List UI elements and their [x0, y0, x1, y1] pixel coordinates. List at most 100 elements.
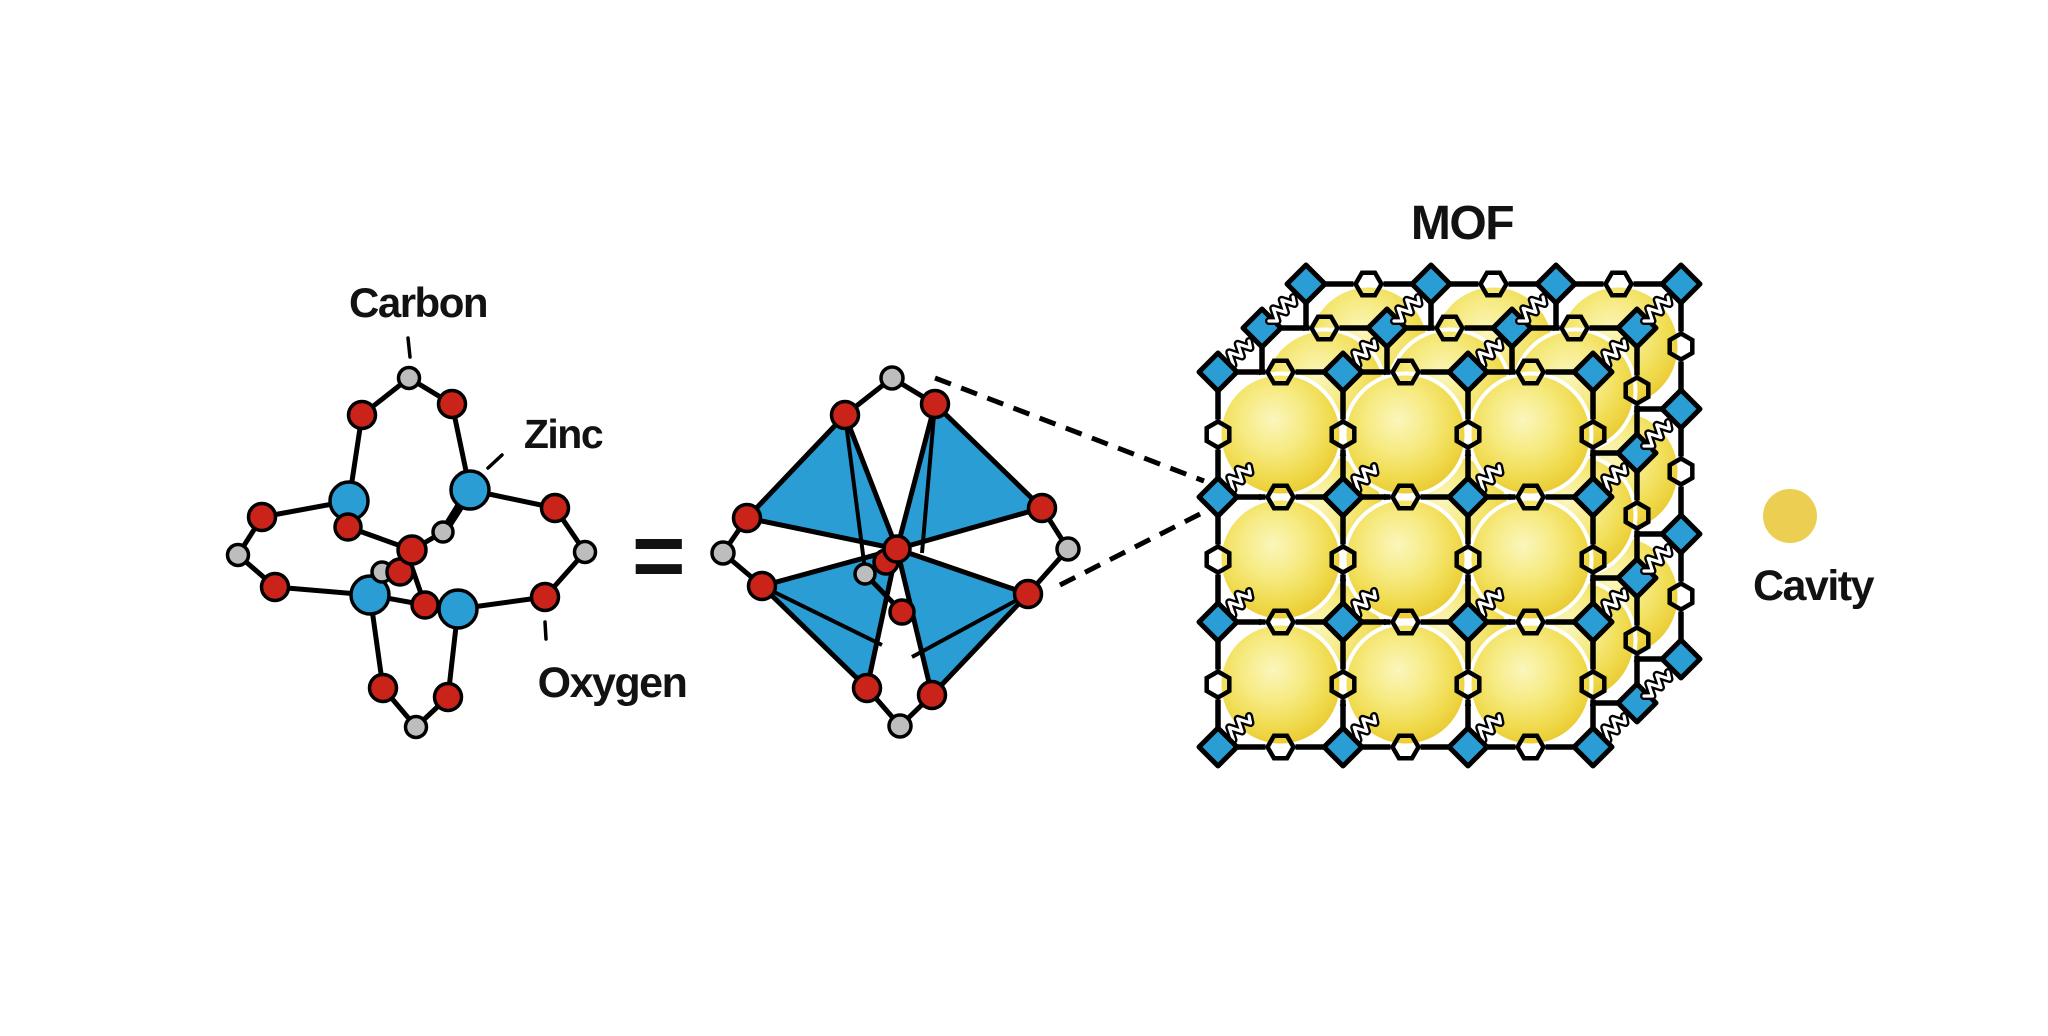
oxygen-label-tick — [543, 620, 548, 641]
oxygen-atom — [1026, 492, 1058, 524]
zinc-atoms — [328, 469, 491, 630]
linker-hexagon — [1514, 483, 1547, 511]
oxygen-atom — [333, 512, 363, 542]
oxygen-atom — [1012, 578, 1044, 610]
linker-hexagon — [1352, 270, 1385, 298]
zinc-label: Zinc — [524, 411, 603, 457]
oxygen-atom — [888, 598, 916, 626]
linker-hexagon — [1389, 483, 1422, 511]
linker-hexagon — [1433, 314, 1466, 342]
oxygen-label: Oxygen — [538, 659, 687, 707]
linker-hexagon — [1454, 668, 1482, 701]
carbon-atom — [403, 714, 429, 740]
oxygen-atom — [410, 590, 440, 620]
zinc-node-diamond — [1571, 475, 1615, 519]
zinc-node-diamond — [1321, 350, 1365, 394]
carbon-atom — [853, 562, 877, 586]
oxygen-atom — [746, 570, 778, 602]
magnifier-dashed-lines — [934, 375, 1206, 588]
carbon-atoms — [225, 365, 598, 740]
zinc-node-diamond — [1446, 600, 1490, 644]
zinc-node-diamond — [1659, 262, 1703, 306]
oxygen-atom — [882, 534, 912, 564]
oxygen-atom — [731, 502, 763, 534]
oxygen-atom — [916, 679, 948, 711]
zinc-node-diamond — [1571, 350, 1615, 394]
linker-hexagon — [1579, 668, 1607, 701]
zinc-node-diamond — [1659, 512, 1703, 556]
zinc-node-diamond — [1446, 475, 1490, 519]
oxygen-atom — [529, 581, 561, 613]
carbon-label: Carbon — [349, 279, 487, 326]
oxygen-atom — [539, 492, 571, 524]
zinc-node-diamond — [1571, 725, 1615, 769]
cluster-atoms — [710, 365, 1081, 739]
linker-hexagon — [1623, 499, 1651, 532]
linker-hexagon — [1514, 358, 1547, 386]
cavity-legend-swatch — [1763, 489, 1817, 543]
tetrahedra-cluster — [710, 365, 1081, 739]
linker-hexagon — [1264, 358, 1297, 386]
zinc-node-diamond — [1196, 350, 1240, 394]
tetrahedron — [894, 401, 1045, 552]
linker-hexagon — [1329, 418, 1357, 451]
zinc-node-diamond — [1659, 637, 1703, 681]
zinc-node-diamond — [1534, 262, 1578, 306]
linker-hexagon — [1204, 543, 1232, 576]
tetrahedron — [744, 412, 900, 552]
linker-hexagon — [1667, 455, 1695, 488]
linker-hexagon — [1264, 608, 1297, 636]
cavity-legend-label: Cavity — [1753, 562, 1875, 610]
linker-hexagon — [1558, 314, 1591, 342]
zinc-node-diamond — [1409, 262, 1453, 306]
oxygen-atom — [919, 388, 951, 420]
linker-hexagon — [1477, 270, 1510, 298]
pillar-spring-core — [1642, 670, 1672, 698]
linker-hexagon — [1329, 543, 1357, 576]
molecule-model: Carbon Zinc Oxygen — [225, 279, 688, 740]
zinc-label-tick — [486, 453, 504, 470]
linker-hexagon — [1602, 270, 1635, 298]
linker-hexagon — [1308, 314, 1341, 342]
linker-hexagon — [1389, 608, 1422, 636]
equals-sign: = — [632, 505, 684, 607]
zinc-node-diamond — [1571, 600, 1615, 644]
zinc-node-diamond — [1659, 387, 1703, 431]
cavity-legend: Cavity — [1753, 489, 1876, 610]
pillar-spring-core — [1392, 295, 1422, 323]
pillar-spring-core — [1267, 295, 1297, 323]
tetrahedron — [894, 546, 1031, 698]
oxygen-atom — [346, 399, 378, 431]
linker-hexagon — [1264, 733, 1297, 761]
oxygen-atom — [246, 501, 278, 533]
mof-title: MOF — [1411, 197, 1513, 250]
linker-hexagon — [1454, 418, 1482, 451]
linker-hexagon — [1579, 418, 1607, 451]
zinc-node-diamond — [1196, 475, 1240, 519]
linker-hexagon — [1514, 608, 1547, 636]
zinc-node-diamond — [1446, 350, 1490, 394]
pillar-spring-core — [1642, 420, 1672, 448]
zinc-node-diamond — [1284, 262, 1328, 306]
carbon-atom — [887, 713, 913, 739]
pillar-spring-core — [1642, 295, 1672, 323]
zinc-atom — [437, 588, 479, 630]
oxygen-atoms — [246, 388, 571, 713]
carbon-atom — [1055, 536, 1081, 562]
carbon-atom — [879, 365, 905, 391]
mof-lattice — [1196, 262, 1703, 769]
zinc-atom — [449, 469, 491, 511]
zinc-node-diamond — [1446, 725, 1490, 769]
linker-hexagon — [1667, 330, 1695, 363]
zinc-node-diamond — [1321, 600, 1365, 644]
oxygen-atom — [436, 388, 468, 420]
linker-hexagon — [1204, 418, 1232, 451]
oxygen-atom — [259, 571, 291, 603]
pillar-spring-core — [1517, 295, 1547, 323]
linker-hexagon — [1389, 358, 1422, 386]
oxygen-atom — [851, 672, 883, 704]
oxygen-atom — [829, 399, 861, 431]
carbon-atom — [431, 520, 455, 544]
linker-hexagon — [1623, 624, 1651, 657]
